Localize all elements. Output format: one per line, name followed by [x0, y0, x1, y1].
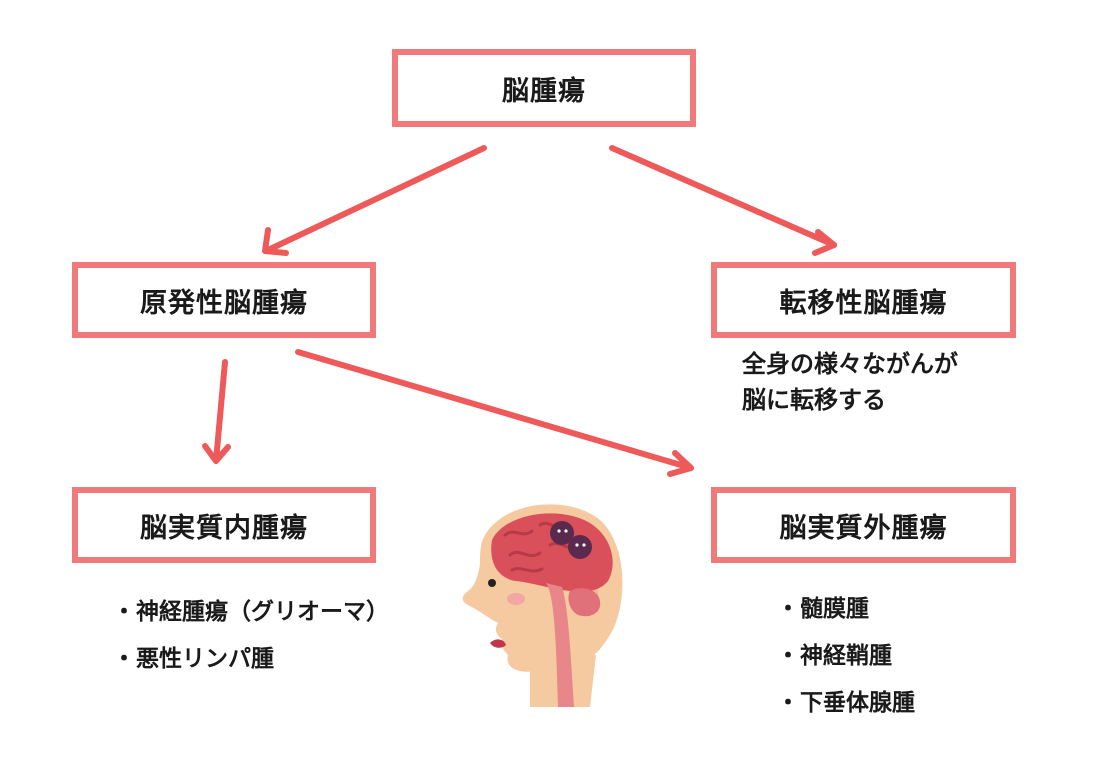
root-node-box: 脳腫瘍	[392, 49, 696, 127]
root-node-label: 脳腫瘍	[502, 75, 586, 107]
list-item-text: 神経腫瘍（グリオーマ）	[136, 598, 389, 625]
metastatic-note: 全身の様々ながんが 脳に転移する	[742, 346, 1042, 418]
intra-axial-node-label: 脳実質内腫瘍	[140, 512, 308, 544]
list-item-text: 髄膜腫	[800, 595, 869, 622]
intra-axial-node-box: 脳実質内腫瘍	[72, 487, 376, 563]
list-item: ・ 髄膜腫	[776, 582, 915, 629]
metastatic-note-line-2: 脳に転移する	[742, 386, 886, 414]
list-item-text: 悪性リンパ腫	[136, 645, 274, 672]
bullet-dot: ・	[112, 645, 136, 672]
bullet-dot: ・	[112, 598, 136, 625]
extra-axial-list: ・ 髄膜腫 ・ 神経鞘腫 ・ 下垂体腺腫	[776, 582, 916, 723]
extra-axial-node-box: 脳実質外腫瘍	[711, 487, 1016, 563]
intra-axial-list: ・ 神経腫瘍（グリオーマ） ・ 悪性リンパ腫	[112, 585, 390, 679]
arrow-primary-to-extra	[295, 349, 694, 477]
metastatic-node-label: 転移性脳腫瘍	[779, 287, 948, 319]
bullet-dot: ・	[776, 642, 800, 669]
arrow-root-to-metastatic	[609, 145, 837, 256]
arrow-root-to-primary	[262, 145, 487, 256]
arrow-primary-to-intra	[202, 359, 231, 464]
metastatic-note-line-1: 全身の様々ながんが	[742, 350, 958, 378]
bullet-dot: ・	[776, 689, 800, 716]
primary-node-box: 原発性脳腫瘍	[72, 262, 376, 338]
list-item: ・ 神経腫瘍（グリオーマ）	[112, 585, 390, 632]
extra-axial-node-label: 脳実質外腫瘍	[779, 512, 948, 544]
head-brain-tumor-illustration	[462, 504, 623, 707]
list-item-text: 下垂体腺腫	[800, 689, 915, 716]
list-item: ・ 下垂体腺腫	[776, 676, 916, 723]
list-item: ・ 悪性リンパ腫	[112, 632, 389, 679]
list-item-text: 神経鞘腫	[800, 642, 892, 669]
primary-node-label: 原発性脳腫瘍	[140, 287, 308, 319]
metastatic-node-box: 転移性脳腫瘍	[711, 262, 1016, 338]
bullet-dot: ・	[776, 595, 800, 622]
list-item: ・ 神経鞘腫	[776, 629, 915, 676]
